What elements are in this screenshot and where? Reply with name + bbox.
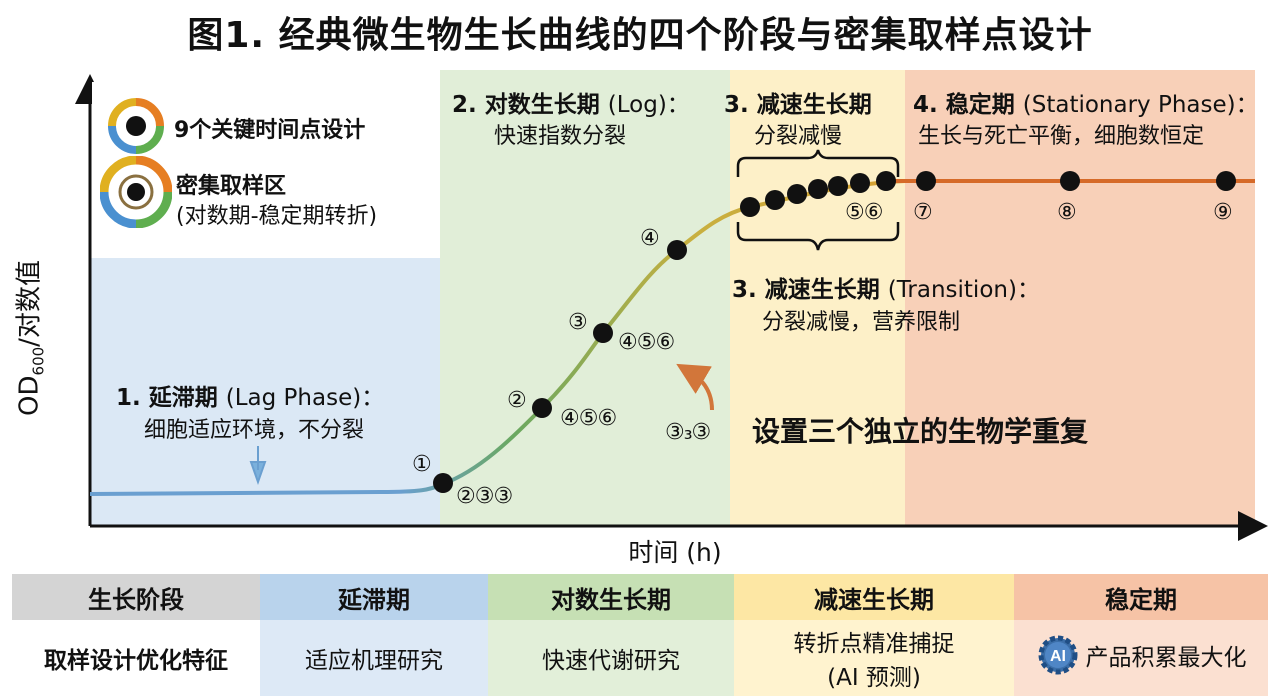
legend-dense-title: 密集取样区 <box>176 174 287 199</box>
decel-phase-heading: 3. 减速生长期 <box>724 92 872 118</box>
transition-desc: 分裂减慢，营养限制 <box>762 310 961 335</box>
stationary-phase-heading: 4. 稳定期 (Stationary Phase)： <box>913 92 1259 118</box>
table-header-cell: 生长阶段 <box>12 574 260 620</box>
replicate-arrow <box>676 363 714 411</box>
sample-point-1 <box>433 473 453 493</box>
lag-phase-desc: 细胞适应环境，不分裂 <box>144 418 365 443</box>
dense-point-f <box>850 173 870 193</box>
table-cell: 转折点精准捕捉 (AI 预测) <box>734 620 1014 696</box>
dense-point-e <box>828 176 848 196</box>
stationary-phase-desc: 生长与死亡平衡，细胞数恒定 <box>918 124 1205 149</box>
cycle-point-icon <box>108 98 164 154</box>
sample-point-4 <box>667 240 687 260</box>
sample-point-3 <box>593 323 613 343</box>
point-label-2-reps: ④⑤⑥ <box>560 406 617 431</box>
point-label-8: ⑧ <box>1057 200 1077 225</box>
point-label-3: ③ <box>568 310 588 335</box>
table-header-row: 生长阶段 延滞期 对数生长期 减速生长期 稳定期 <box>12 574 1268 620</box>
top-brace <box>736 149 900 177</box>
sample-point-9 <box>1216 171 1236 191</box>
point-label-9: ⑨ <box>1213 200 1233 225</box>
table-cell: 快速代谢研究 <box>488 620 734 696</box>
summary-table: 生长阶段 延滞期 对数生长期 减速生长期 稳定期 取样设计优化特征 适应机理研究… <box>12 574 1268 696</box>
ai-gear-icon: AI <box>1038 635 1077 675</box>
legend: 9个关键时间点设计 密集取样区 (对数期-稳定期转折) <box>92 82 440 258</box>
sample-point-8 <box>1060 171 1080 191</box>
point-label-1-reps: ②③③ <box>456 484 513 509</box>
dense-point-d <box>808 179 828 199</box>
lag-arrow <box>249 446 267 486</box>
table-header-cell: 对数生长期 <box>488 574 734 620</box>
stationary-feature: 产品积累最大化 <box>1085 645 1247 671</box>
log-phase-desc: 快速指数分裂 <box>494 124 627 149</box>
stationary-phase-band <box>905 70 1255 526</box>
point-label-2: ② <box>507 388 527 413</box>
table-header-cell: 稳定期 <box>1014 574 1268 620</box>
point-label-3-reps: ④⑤⑥ <box>618 330 675 355</box>
ai-prediction-note: (AI 预测) <box>827 665 921 691</box>
dense-point-c <box>787 184 807 204</box>
transition-heading: 3. 减速生长期 (Transition)： <box>732 277 1040 303</box>
x-axis-label: 时间 (h) <box>628 538 722 567</box>
log-phase-heading: 2. 对数生长期 (Log)： <box>452 92 690 118</box>
dense-point-b <box>765 190 785 210</box>
point-label-7: ⑦ <box>913 200 933 225</box>
table-cell: 适应机理研究 <box>260 620 488 696</box>
point-label-56: ⑤⑥ <box>845 200 883 225</box>
legend-key-points: 9个关键时间点设计 <box>174 118 366 143</box>
table-header-cell: 减速生长期 <box>734 574 1014 620</box>
transition-feature: 转折点精准捕捉 <box>793 631 955 657</box>
point-label-4: ④ <box>640 226 660 251</box>
table-header-cell: 延滞期 <box>260 574 488 620</box>
table-row-label: 取样设计优化特征 <box>12 620 260 696</box>
growth-curve-chart <box>75 70 1268 541</box>
legend-dense-sub: (对数期-稳定期转折) <box>176 204 378 229</box>
figure-title: 图1. 经典微生物生长曲线的四个阶段与密集取样点设计 <box>187 15 1093 56</box>
sample-point-2 <box>532 398 552 418</box>
lag-phase-band <box>90 258 440 526</box>
table-row: 取样设计优化特征 适应机理研究 快速代谢研究 转折点精准捕捉 (AI 预测) A… <box>12 620 1268 696</box>
transition-phase-band <box>730 70 905 526</box>
point-label-1: ① <box>412 452 432 477</box>
decel-phase-desc: 分裂减慢 <box>754 124 843 149</box>
lag-phase-heading: 1. 延滞期 (Lag Phase)： <box>116 385 385 411</box>
sample-point-7 <box>916 171 936 191</box>
table-cell: AI 产品积累最大化 <box>1014 620 1268 696</box>
dense-zone-icon <box>100 156 172 228</box>
bottom-brace <box>736 222 900 251</box>
y-axis-label: OD600/对数值 <box>14 260 48 416</box>
ai-badge-text: AI <box>1050 648 1066 665</box>
replicates-note: 设置三个独立的生物学重复 <box>752 415 1089 448</box>
log-phase-band <box>440 70 730 526</box>
replicate-labels: ③₃③ <box>665 420 711 445</box>
dense-point-a <box>740 197 760 217</box>
dense-point-g <box>876 171 896 191</box>
